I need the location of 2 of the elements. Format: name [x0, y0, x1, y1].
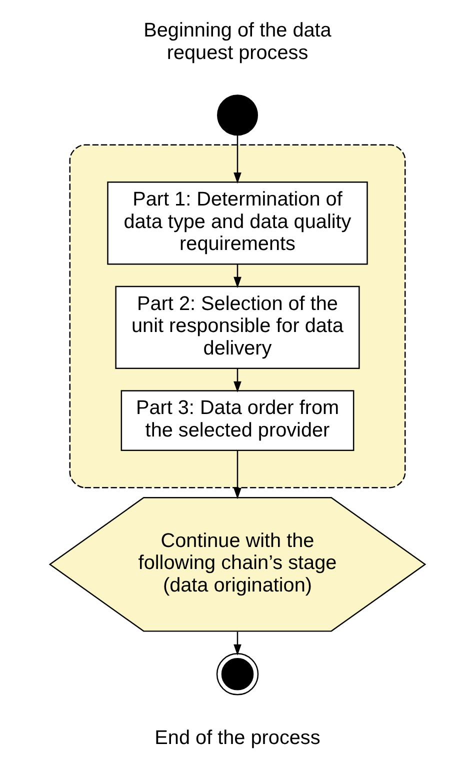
node-label: End of the process	[154, 727, 320, 750]
node-label: Beginning of the data request process	[143, 20, 331, 64]
